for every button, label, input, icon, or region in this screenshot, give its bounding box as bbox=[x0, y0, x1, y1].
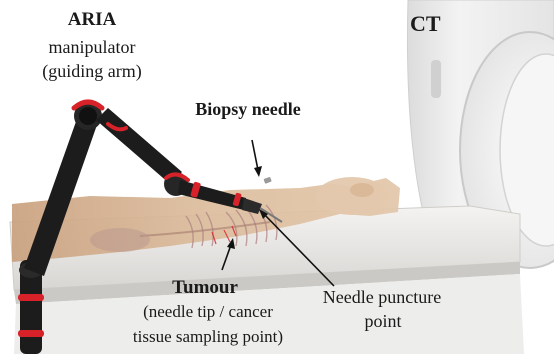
tumour-title-label: Tumour bbox=[160, 278, 250, 298]
tumour-description-line2: tissue sampling point) bbox=[100, 328, 316, 346]
aria-title-label: ARIA bbox=[62, 10, 122, 30]
biopsy-needle-arrow bbox=[252, 140, 258, 170]
aria-role-label: (guiding arm) bbox=[26, 62, 158, 81]
biopsy-needle-marker bbox=[263, 177, 271, 184]
tumour-description-line1: (needle tip / cancer bbox=[110, 303, 306, 321]
ct-label: CT bbox=[410, 12, 454, 35]
aria-subtitle-label: manipulator bbox=[30, 38, 154, 57]
needle-puncture-label-line2: point bbox=[340, 312, 426, 331]
biopsy-needle-label: Biopsy needle bbox=[178, 100, 318, 119]
needle-puncture-label-line1: Needle puncture bbox=[304, 288, 460, 307]
